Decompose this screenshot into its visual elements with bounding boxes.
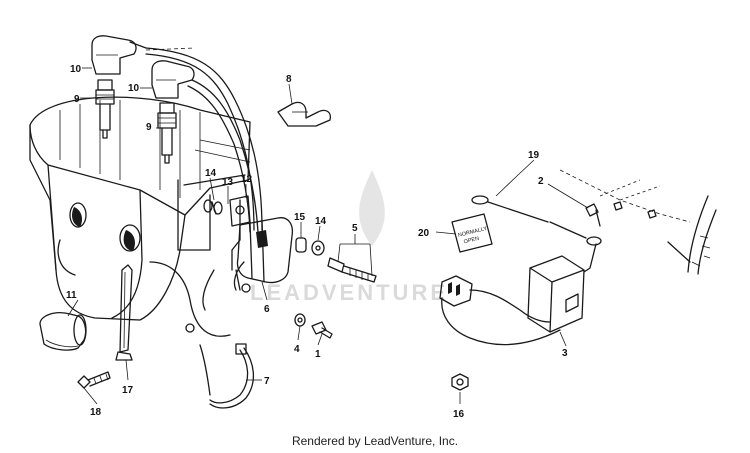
- cap-11: [39, 312, 87, 351]
- callout-3: 3: [562, 348, 568, 359]
- callout-11: 11: [66, 290, 77, 301]
- callout-2: 2: [538, 176, 544, 187]
- callout-1: 1: [315, 349, 321, 360]
- callout-14-left: 14: [205, 168, 217, 179]
- callout-12: 12: [241, 174, 253, 185]
- spark-plug-lower: [157, 102, 177, 164]
- flame-logo-icon: [359, 170, 385, 246]
- callout-18: 18: [90, 407, 102, 418]
- leader-lines: [67, 67, 589, 405]
- callout-16: 16: [453, 409, 465, 420]
- callout-13: 13: [222, 177, 234, 188]
- screw-2: [585, 203, 601, 227]
- callout-10-lower: 10: [128, 83, 140, 94]
- ground-wire: [471, 195, 602, 273]
- callout-9-lower: 9: [146, 122, 152, 133]
- wire-harness-7: [209, 343, 254, 409]
- cdi-box: [527, 255, 585, 333]
- screw-18: [77, 371, 111, 389]
- callout-15: 15: [294, 212, 306, 223]
- callout-4: 4: [294, 344, 300, 355]
- spark-plug-cap-lower: [151, 60, 195, 99]
- nut-16: [451, 373, 469, 391]
- spark-plug-cap-upper: [91, 35, 147, 75]
- callout-5: 5: [352, 223, 358, 234]
- callout-10-upper: 10: [70, 64, 82, 75]
- lead-clamp: [277, 101, 332, 127]
- normally-open-decal: NORMALLY OPEN: [451, 213, 493, 253]
- callout-17: 17: [122, 385, 134, 396]
- spark-plug-upper: [95, 79, 115, 139]
- bracket-hardware: [203, 195, 251, 227]
- callout-20: 20: [418, 228, 430, 239]
- callout-14-right: 14: [315, 216, 327, 227]
- callout-7: 7: [264, 376, 270, 387]
- watermark-text: LEADVENTURE: [250, 280, 448, 305]
- callouts: 10 10 9 9 8 14 13 12 15 14 5 6 4 1 7 11 …: [66, 64, 568, 420]
- ignition-coil: [202, 199, 294, 311]
- connector-plug: [439, 275, 561, 346]
- ground-strap: [115, 264, 133, 361]
- callout-6: 6: [264, 304, 270, 315]
- chassis-frame: [559, 169, 717, 275]
- callout-8: 8: [286, 74, 292, 85]
- watermark: LEADVENTURE: [250, 170, 448, 305]
- footer-credit: Rendered by LeadVenture, Inc.: [291, 434, 459, 448]
- ignition-leads: [145, 47, 263, 233]
- decal-line-2: OPEN: [463, 236, 480, 246]
- callout-9-upper: 9: [74, 94, 80, 105]
- engine-block: [29, 96, 251, 396]
- coil-hardware: [294, 237, 377, 339]
- callout-19: 19: [528, 150, 540, 161]
